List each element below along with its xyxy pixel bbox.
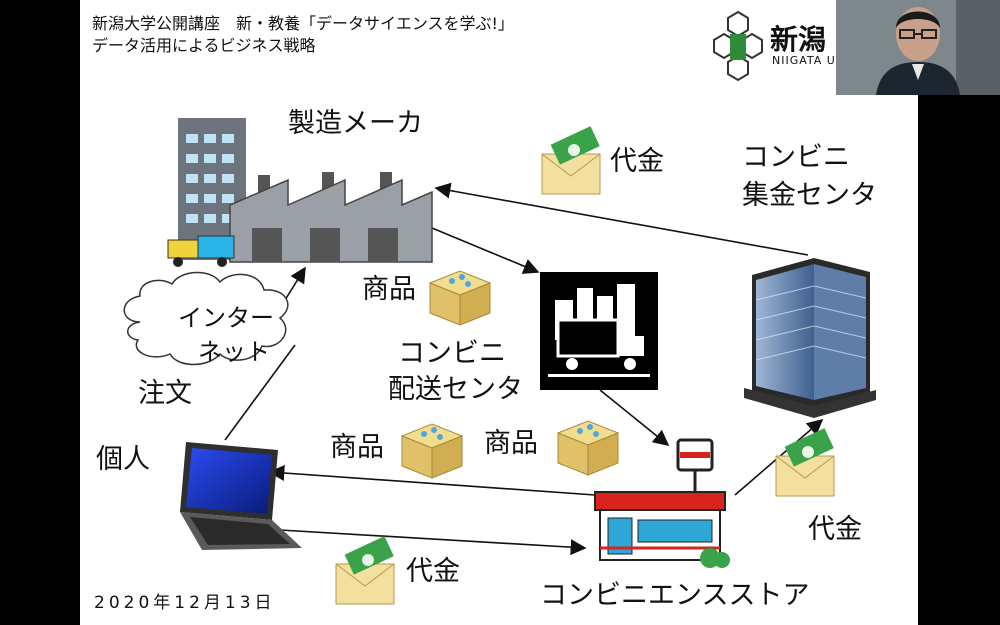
delivery-center-icon — [540, 272, 658, 390]
collection-center-label-2: 集金センタ — [742, 180, 877, 211]
slide: 新潟大学公開講座 新・教養「データサイエンスを学ぶ!」 データ活用によるビジネス… — [80, 0, 918, 625]
goods-label-left: 商品 — [330, 432, 384, 463]
package-box-icon-top — [428, 270, 492, 326]
university-logo-icon — [713, 10, 763, 82]
package-box-icon-right — [556, 420, 620, 476]
presenter-icon — [836, 0, 1000, 95]
money-envelope-icon-bottom — [335, 536, 395, 605]
collection-center-label-1: コンビニ — [742, 142, 850, 173]
order-label: 注文 — [138, 378, 192, 409]
factory-icon — [167, 118, 433, 267]
goods-label-right: 商品 — [484, 428, 538, 459]
payment-label-bottom: 代金 — [406, 556, 460, 587]
individual-label: 個人 — [96, 444, 150, 475]
flow-arrows — [224, 182, 824, 556]
lecture-title: 新潟大学公開講座 新・教養「データサイエンスを学ぶ!」 — [92, 14, 514, 33]
date-footer: 2020年12月13日 — [94, 593, 276, 613]
logo-text: 新潟 — [770, 23, 827, 56]
laptop-icon — [180, 442, 302, 550]
payment-label-right: 代金 — [808, 514, 862, 545]
internet-cloud-icon — [123, 271, 289, 366]
delivery-center-label-1: コンビニ — [398, 338, 506, 369]
webcam-video — [836, 0, 1000, 95]
money-envelope-icon-right — [775, 428, 835, 497]
package-box-icon-left — [400, 423, 464, 479]
convenience-store-icon — [594, 438, 730, 568]
delivery-center-label-2: 配送センタ — [388, 374, 523, 405]
collection-center-building-icon — [744, 258, 876, 418]
internet-label-1: インター — [178, 304, 274, 332]
lecture-subtitle: データ活用によるビジネス戦略 — [92, 36, 316, 55]
manufacturer-label: 製造メーカ — [288, 108, 423, 139]
logo-subtext: NIIGATA U — [772, 54, 836, 67]
internet-label-2: ネット — [198, 338, 270, 366]
goods-label-top: 商品 — [362, 274, 416, 305]
store-label: コンビニエンスストア — [540, 580, 810, 611]
diagram-graphics — [123, 10, 876, 605]
money-envelope-icon-top — [541, 126, 601, 195]
payment-label-top: 代金 — [610, 146, 664, 177]
